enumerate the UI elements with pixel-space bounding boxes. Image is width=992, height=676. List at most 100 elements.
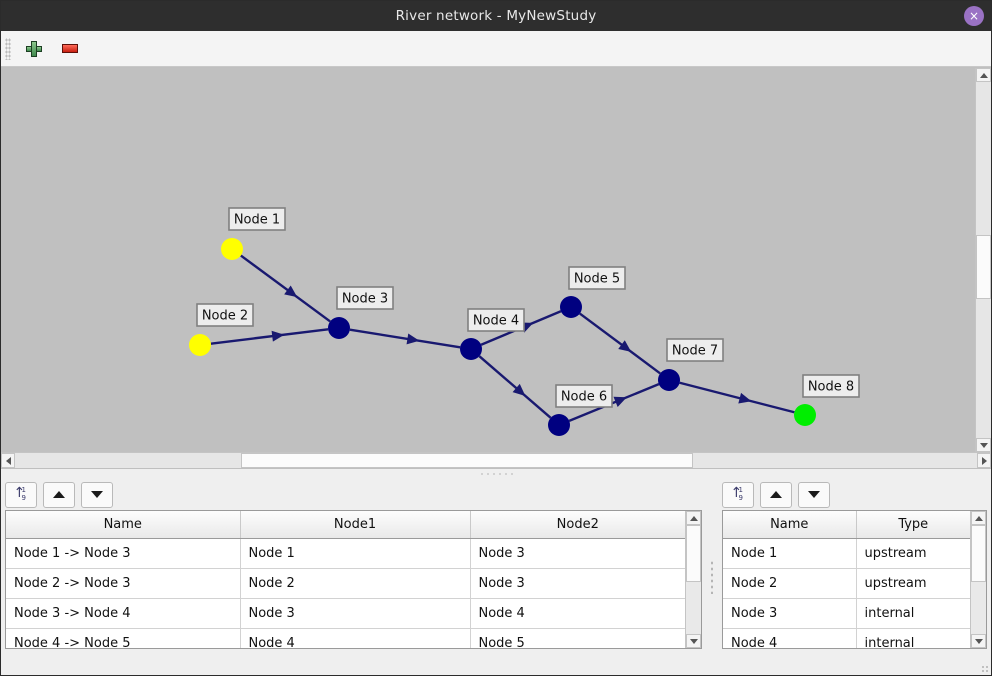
vscroll-thumb[interactable] [976,235,991,300]
scroll-down-button[interactable] [976,438,991,452]
close-icon[interactable]: × [964,6,984,26]
table-cell[interactable]: Node 3 [470,568,685,599]
edge-line[interactable] [579,312,661,375]
node-scroll-thumb[interactable] [971,525,986,582]
hscroll-thumb[interactable] [241,453,694,468]
table-cell[interactable]: Node 4 -> Node 5 [6,628,241,648]
node-label-node-8[interactable]: Node 8 [802,374,860,398]
node-column-header[interactable]: Name [723,511,857,539]
horizontal-splitter[interactable] [1,469,991,479]
node-label-node-7[interactable]: Node 7 [666,338,724,362]
table-cell[interactable]: Node 4 [240,628,471,648]
edge-line[interactable] [210,328,329,345]
node-label-node-5[interactable]: Node 5 [568,266,626,290]
node-label-node-1[interactable]: Node 1 [228,207,286,231]
table-cell[interactable]: Node 1 [240,538,471,569]
scroll-up-button[interactable] [976,68,991,82]
table-cell[interactable]: Node 1 [723,538,857,569]
node-label-node-6[interactable]: Node 6 [555,384,613,408]
network-diagram-panel: Node 1 Node 2 Node 3 Node 4 Node 5 Node 6 Node… [1,67,991,469]
branch-move-up-button[interactable] [43,481,75,508]
edge-arrowhead [618,340,632,352]
edge-line[interactable] [240,254,331,323]
toolbar-drag-handle[interactable] [5,37,11,60]
add-node-button[interactable] [21,36,47,62]
table-cell[interactable]: Node 1 -> Node 3 [6,538,241,569]
diagram-horizontal-scrollbar[interactable] [1,452,991,468]
table-cell[interactable]: Node 3 [240,598,471,629]
graph-node-node-4[interactable] [460,338,482,360]
branch-column-header[interactable]: Name [6,511,241,539]
vscroll-track[interactable] [976,82,991,438]
node-scroll-up-button[interactable] [971,511,986,525]
node-table-scrollbar[interactable] [970,511,986,648]
edge-line[interactable] [478,355,552,419]
hscroll-track[interactable] [15,453,977,468]
table-cell[interactable]: Node 3 [723,598,857,629]
graph-node-node-7[interactable] [658,369,680,391]
node-column-header[interactable]: Type [856,511,970,539]
node-label-node-3[interactable]: Node 3 [336,286,394,310]
node-move-down-button[interactable] [798,481,830,508]
edge-line[interactable] [349,328,461,349]
branch-column-header[interactable]: Node1 [240,511,471,539]
graph-node-node-8[interactable] [794,404,816,426]
graph-node-node-3[interactable] [328,317,350,339]
remove-node-button[interactable] [57,36,83,62]
table-cell[interactable]: Node 3 -> Node 4 [6,598,241,629]
scroll-left-button[interactable] [1,453,15,468]
branch-scroll-down-button[interactable] [686,634,701,648]
svg-text:Node 1: Node 1 [234,213,280,228]
graph-node-node-2[interactable] [189,334,211,356]
graph-node-node-5[interactable] [560,296,582,318]
move-up-icon [770,491,782,498]
node-scroll-down-button[interactable] [971,634,986,648]
table-cell[interactable]: upstream [856,568,970,599]
edge-line[interactable] [679,381,795,414]
table-cell[interactable]: Node 4 [723,628,857,648]
branch-scroll-up-button[interactable] [686,511,701,525]
edge-arrowhead [512,383,526,396]
branch-scroll-thumb[interactable] [686,525,701,582]
table-cell[interactable]: Node 2 [240,568,471,599]
node-label-node-4[interactable]: Node 4 [467,308,525,332]
table-cell[interactable]: internal [856,598,970,629]
diagram-canvas[interactable]: Node 1 Node 2 Node 3 Node 4 Node 5 Node 6 Node… [1,68,975,452]
branch-move-down-button[interactable] [81,481,113,508]
branch-scroll-track[interactable] [686,525,701,634]
branch-table-scrollbar[interactable] [685,511,701,648]
node-label-node-2[interactable]: Node 2 [196,303,254,327]
table-cell[interactable]: Node 5 [470,628,685,648]
node-scroll-track[interactable] [971,525,986,634]
table-cell[interactable]: Node 2 [723,568,857,599]
scroll-right-button[interactable] [977,453,991,468]
table-cell[interactable]: Node 4 [470,598,685,629]
node-move-up-button[interactable] [760,481,792,508]
table-cell[interactable]: Node 2 -> Node 3 [6,568,241,599]
table-cell[interactable]: internal [856,628,970,648]
edge-line[interactable] [568,383,660,422]
window-resize-grip[interactable] [981,665,989,673]
graph-node-node-6[interactable] [548,414,570,436]
table-cell[interactable]: Node 3 [470,538,685,569]
vertical-splitter[interactable] [706,479,718,675]
graph-node-node-1[interactable] [221,238,243,260]
table-cell[interactable]: upstream [856,538,970,569]
branch-column-header[interactable]: Node2 [470,511,685,539]
diagram-vertical-scrollbar[interactable] [975,68,991,452]
